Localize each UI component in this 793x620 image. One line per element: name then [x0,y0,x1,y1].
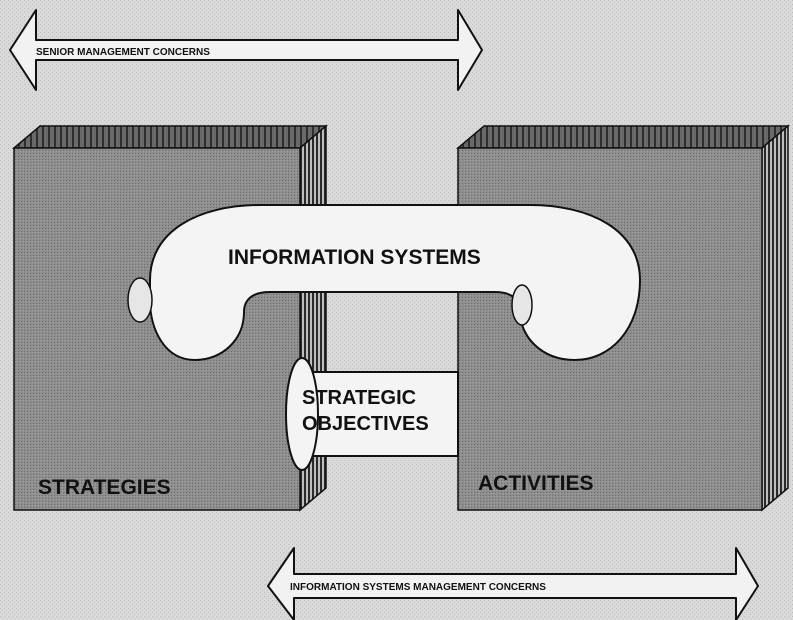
is-management-arrow: INFORMATION SYSTEMS MANAGEMENT CONCERNS [267,547,759,620]
strategic-objectives-link: STRATEGIC OBJECTIVES [285,357,459,471]
information-systems-label: INFORMATION SYSTEMS [228,246,481,269]
is-management-label: INFORMATION SYSTEMS MANAGEMENT CONCERNS [290,582,546,593]
information-systems-bridge: INFORMATION SYSTEMS [127,204,641,361]
objectives-label: OBJECTIVES [302,413,429,435]
activities-label: ACTIVITIES [478,472,594,495]
senior-management-label: SENIOR MANAGEMENT CONCERNS [36,47,210,58]
strategic-label: STRATEGIC [302,387,416,409]
strategies-label: STRATEGIES [38,476,171,499]
senior-management-arrow: SENIOR MANAGEMENT CONCERNS [9,9,483,91]
